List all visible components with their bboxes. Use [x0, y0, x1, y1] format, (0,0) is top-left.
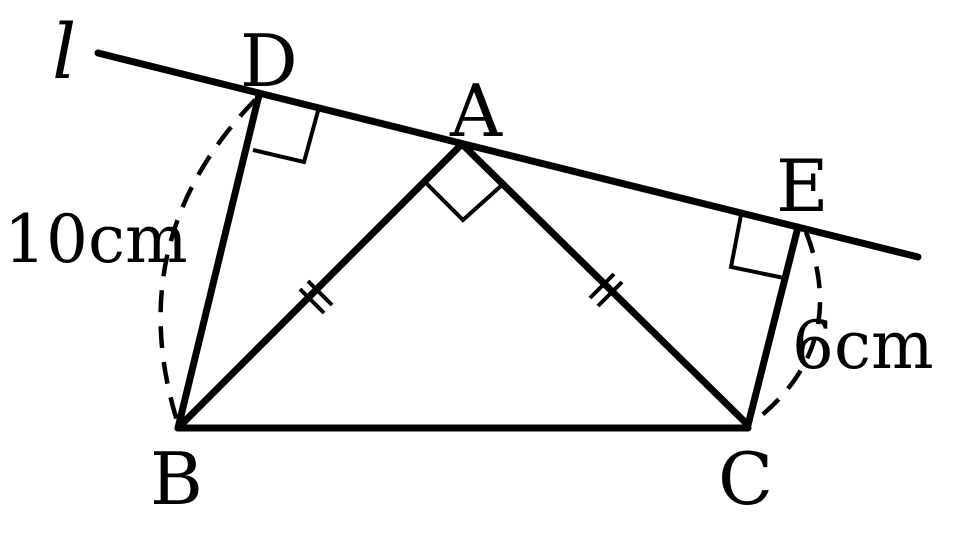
line-label-l: l — [52, 7, 76, 96]
right-angle-mark-A — [423, 180, 504, 223]
point-label-A: A — [449, 69, 503, 153]
point-label-D: D — [240, 19, 298, 103]
tick-mark-AC-1 — [588, 272, 616, 300]
point-label-E: E — [776, 144, 829, 228]
line-l — [94, 49, 922, 261]
tick-mark-AB-1 — [298, 287, 326, 315]
segment-CE — [744, 223, 802, 429]
measure-arc-CE — [754, 231, 823, 422]
tick-mark-AB-2 — [306, 279, 334, 307]
segment-AB — [174, 140, 466, 432]
right-angle-mark-E — [728, 214, 785, 280]
measurement-BD: 10cm — [4, 201, 188, 278]
tick-mark-AC-2 — [596, 280, 624, 308]
measurement-CE: 6cm — [792, 307, 934, 384]
point-label-C: C — [718, 437, 773, 521]
right-angle-mark-D — [252, 110, 320, 165]
segment-BD — [174, 91, 263, 432]
point-label-B: B — [150, 437, 203, 521]
measure-arc-BD — [158, 98, 257, 425]
